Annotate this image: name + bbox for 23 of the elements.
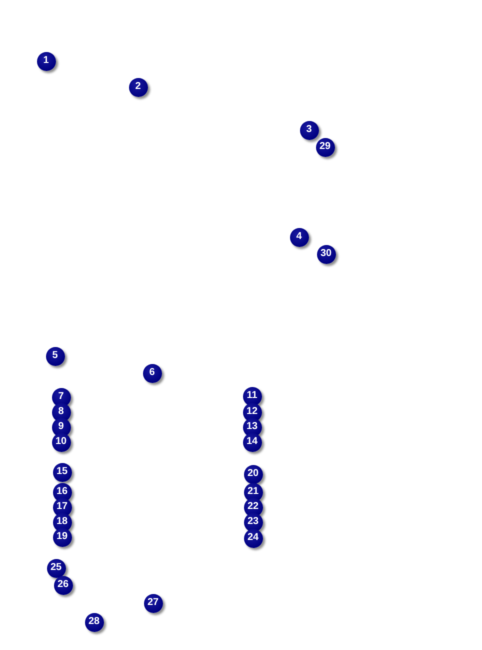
callout-number: 24 <box>244 528 262 548</box>
callout-number: 23 <box>244 512 262 532</box>
callout-number: 26 <box>54 576 72 594</box>
callout-number: 5 <box>46 346 64 366</box>
callout-number: 6 <box>142 364 162 382</box>
callout-number: 15 <box>52 462 72 482</box>
callout-number: 3 <box>300 120 318 140</box>
callout-number: 1 <box>36 52 56 70</box>
callout-number: 28 <box>84 612 104 632</box>
callout-number: 19 <box>52 528 72 546</box>
callout-number: 14 <box>242 432 262 452</box>
callout-number: 20 <box>244 464 262 484</box>
callout-number: 10 <box>52 432 70 452</box>
callout-number: 27 <box>144 594 162 612</box>
callout-number: 11 <box>242 386 262 406</box>
callout-number: 4 <box>290 228 308 246</box>
callout-number: 16 <box>52 482 72 502</box>
callout-number: 7 <box>52 388 70 406</box>
callout-number: 21 <box>244 482 262 502</box>
callout-number: 29 <box>316 138 334 156</box>
callout-number: 2 <box>128 78 148 96</box>
callout-number: 30 <box>316 244 336 264</box>
callout-number: 25 <box>46 558 66 578</box>
